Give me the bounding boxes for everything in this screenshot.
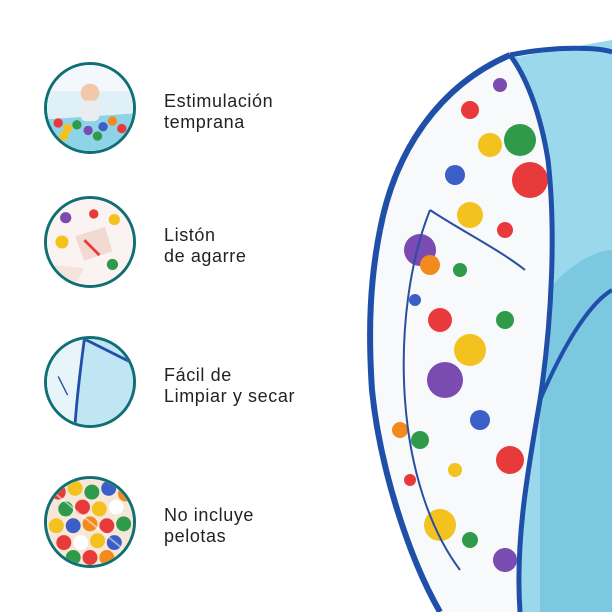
feature-label: Fácil de Limpiar y secar (164, 365, 295, 407)
feature-label-line1: Estimulación (164, 91, 274, 111)
feature-easy-clean: Fácil de Limpiar y secar (44, 336, 364, 436)
feature-label-line1: Fácil de (164, 365, 232, 385)
tent-fabric-photo (44, 336, 136, 428)
feature-label: Listón de agarre (164, 225, 246, 267)
colorful-balls-photo (44, 476, 136, 568)
feature-label: Estimulación temprana (164, 91, 273, 133)
feature-early-stimulation: Estimulación temprana (44, 62, 364, 162)
feature-label-line2: pelotas (164, 526, 227, 546)
feature-label-line1: No incluye (164, 505, 255, 525)
feature-balls-not-included: No incluye pelotas (44, 476, 364, 576)
feature-label: No incluye pelotas (164, 505, 254, 547)
feature-label-line2: temprana (164, 112, 245, 132)
feature-label-line2: Limpiar y secar (164, 386, 296, 406)
grab-ribbon-photo (44, 196, 136, 288)
feature-label-line2: de agarre (164, 246, 247, 266)
feature-grab-ribbon: Listón de agarre (44, 196, 364, 296)
feature-label-line1: Listón (164, 225, 216, 245)
baby-in-ball-pit-photo (44, 62, 136, 154)
